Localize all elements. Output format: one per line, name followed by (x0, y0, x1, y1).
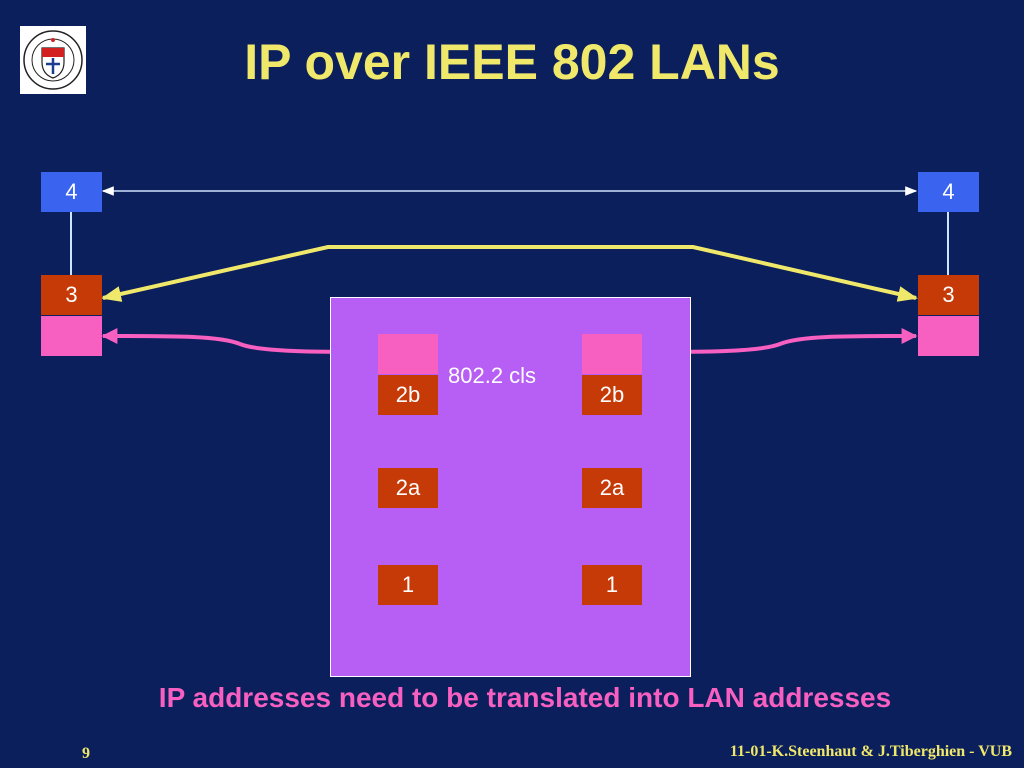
right-layer3-box: 3 (918, 275, 979, 315)
lan-left-sap-box (378, 334, 438, 374)
left-layer3-label: 3 (65, 282, 78, 307)
right-sap-link (642, 328, 918, 360)
left-layer4-box: 4 (41, 172, 102, 212)
cls-label: 802.2 cls (448, 363, 537, 388)
university-seal-logo (20, 26, 86, 94)
left-sap-box (41, 316, 102, 356)
lan-left-layer2b-label: 2b (395, 382, 421, 407)
left-layer3-box: 3 (41, 275, 102, 315)
lan-left-layer1-box: 1 (378, 565, 438, 605)
lan-left-layer1-label: 1 (401, 572, 415, 597)
lan-right-layer2b-box: 2b (582, 375, 642, 415)
right-layer4-box: 4 (918, 172, 979, 212)
lan-left-layer2a-label: 2a (395, 475, 421, 500)
page-number: 9 (82, 745, 90, 762)
left-layer4-label: 4 (65, 179, 78, 204)
lan-right-sap-box (582, 334, 642, 374)
footer-credit: 11-01-K.Steenhaut & J.Tiberghien - VUB (729, 743, 1012, 760)
lan-right-layer1-box: 1 (582, 565, 642, 605)
left-sap-link (101, 328, 377, 360)
layer3-peer-path (101, 245, 918, 302)
lan-left-layer2b-box: 2b (378, 375, 438, 415)
right-sap-box (918, 316, 979, 356)
lan-right-layer1-label: 1 (605, 572, 619, 597)
right-layer4-label: 4 (942, 179, 955, 204)
right-layer3-label: 3 (942, 282, 955, 307)
lan-right-layer2a-box: 2a (582, 468, 642, 508)
lan-left-layer2a-box: 2a (378, 468, 438, 508)
lan-right-layer2b-label: 2b (599, 382, 625, 407)
caption: IP addresses need to be translated into … (158, 682, 892, 713)
slide-title: IP over IEEE 802 LANs (244, 34, 780, 90)
lan-right-layer2a-label: 2a (599, 475, 625, 500)
